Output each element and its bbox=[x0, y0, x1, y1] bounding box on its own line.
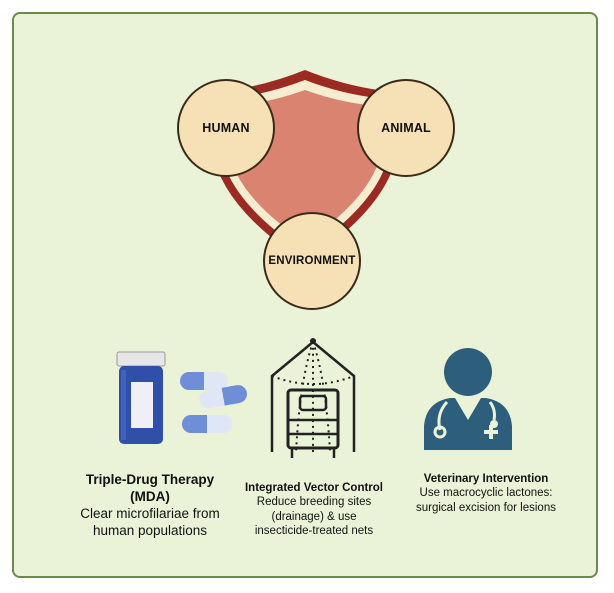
caption-desc-line: Use macrocyclic lactones: bbox=[419, 487, 553, 500]
caption-triple-drug: Triple-Drug Therapy (MDA) Clear microfil… bbox=[60, 472, 240, 540]
node-animal: ANIMAL bbox=[357, 79, 455, 177]
caption-desc-line: Reduce breeding sites bbox=[256, 496, 372, 509]
caption-desc-line: insecticide-treated nets bbox=[254, 525, 374, 538]
caption-title: Veterinary Intervention bbox=[423, 473, 549, 485]
caption-title-2: (MDA) bbox=[130, 488, 170, 504]
caption-desc-line: Clear microfilariae from bbox=[80, 505, 220, 521]
node-environment: ENVIRONMENT bbox=[263, 212, 361, 310]
caption-vector-control: Integrated Vector Control Reduce breedin… bbox=[232, 481, 396, 539]
caption-desc-line: surgical excision for lesions bbox=[416, 501, 556, 514]
node-human: HUMAN bbox=[177, 79, 275, 177]
caption-desc-line: human populations bbox=[92, 522, 208, 538]
caption-title: Integrated Vector Control bbox=[244, 482, 384, 494]
caption-veterinary: Veterinary Intervention Use macrocyclic … bbox=[398, 472, 574, 515]
caption-title: Triple-Drug Therapy bbox=[85, 472, 215, 487]
caption-desc-line: (drainage) & use bbox=[271, 510, 357, 523]
